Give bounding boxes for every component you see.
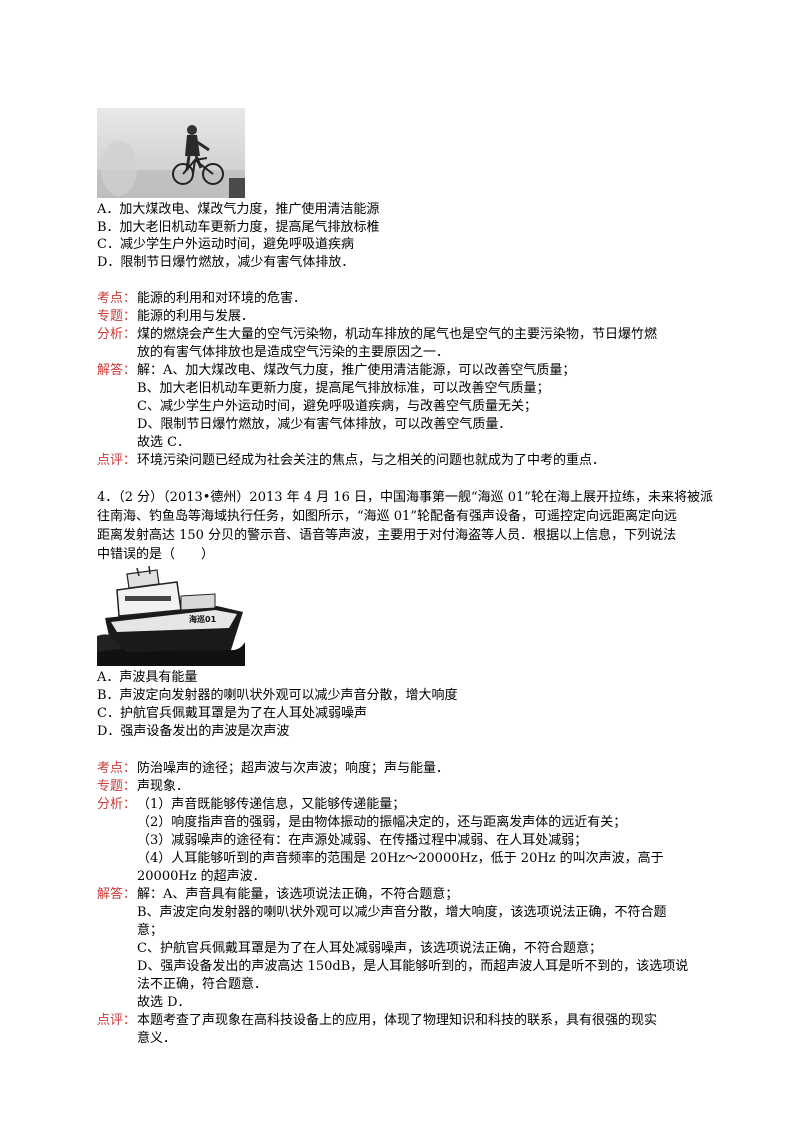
q4-fenxi-line-1: （1）声音既能够传递信息，又能够传递能量； [137, 797, 406, 812]
q3-jieda-label: 解答： [97, 363, 137, 378]
q4-option-b: B．声波定向发射器的喇叭状外观可以减少声音分散，增大响度 [97, 688, 458, 703]
q4-fenxi-label: 分析： [97, 797, 137, 812]
q3-jieda-line-2: B、加大老旧机动车更新力度，提高尾气排放标准，可以改善空气质量； [137, 381, 550, 396]
q4-jieda-line-7: 故选 D． [137, 995, 191, 1010]
patrol-ship-photo: 海巡01 [97, 566, 245, 666]
q3-option-c: C．减少学生户外运动时间，避免呼吸道疾病 [97, 237, 354, 252]
q4-dianping-line-2: 意义． [137, 1031, 177, 1046]
q3-jieda-line-4: D、限制节日爆竹燃放，减少有害气体排放，可以改善空气质量． [137, 417, 512, 432]
q4-jieda-line-1: 解：A、声音具有能量，该选项说法正确，不符合题意； [137, 887, 459, 902]
q4-fenxi-line-5: 20000Hz 的超声波． [137, 869, 266, 884]
q3-fenxi-line-1: 煤的燃烧会产生大量的空气污染物，机动车排放的尾气也是空气的主要污染物，节日爆竹燃 [137, 327, 658, 342]
q3-fenxi-label: 分析： [97, 327, 137, 342]
q4-stem-line-2: 往南海、钓鱼岛等海域执行任务，如图所示，“海巡 01”轮配备有强声设备，可遥控定… [97, 509, 677, 524]
q4-jieda-label: 解答： [97, 887, 137, 902]
q3-dianping: 环境污染问题已经成为社会关注的焦点，与之相关的问题也就成为了中考的重点． [137, 453, 606, 468]
q4-zhuanti-label: 专题： [97, 779, 137, 794]
q3-zhuanti: 能源的利用与发展． [137, 309, 255, 324]
q3-kaodian: 能源的利用和对环境的危害． [137, 291, 307, 306]
q3-jieda-line-5: 故选 C． [137, 435, 191, 450]
q4-option-d: D．强声设备发出的声波是次声波 [97, 724, 290, 739]
q4-option-a: A．声波具有能量 [97, 670, 198, 685]
q4-jieda-line-5: D、强声设备发出的声波高达 150dB，是人耳能够听到的，而超声波人耳是听不到的… [137, 959, 689, 974]
q4-kaodian-label: 考点： [97, 761, 137, 776]
q4-fenxi-line-4: （4）人耳能够听到的声音频率的范围是 20Hz～20000Hz，低于 20Hz … [137, 851, 664, 866]
q4-dianping-line-1: 本题考查了声现象在高科技设备上的应用，体现了物理知识和科技的联系，具有很强的现实 [137, 1013, 658, 1028]
q4-stem-line-1: 4．（2 分）（2013•德州）2013 年 4 月 16 日，中国海事第一舰“… [97, 490, 713, 505]
q3-zhuanti-label: 专题： [97, 309, 137, 324]
q4-jieda-line-3: 意； [137, 923, 164, 938]
q3-option-b: B．加大老旧机动车更新力度，提高尾气排放标椎 [97, 220, 380, 235]
q4-zhuanti: 声现象． [137, 779, 190, 794]
q3-jieda-line-3: C、减少学生户外运动时间，避免呼吸道疾病，与改善空气质量无关； [137, 399, 537, 414]
q3-option-a: A．加大煤改电、煤改气力度，推广使用清洁能源 [97, 202, 380, 217]
q4-dianping-label: 点评： [97, 1013, 137, 1028]
q3-dianping-label: 点评： [97, 453, 137, 468]
q4-kaodian: 防治噪声的途径；超声波与次声波；响度；声与能量． [137, 761, 450, 776]
q4-fenxi-line-2: （2）响度指声音的强弱，是由物体振动的振幅决定的，还与距离发声体的远近有关； [137, 815, 627, 830]
q4-jieda-line-4: C、护航官兵佩戴耳罩是为了在人耳处减弱噪声，该选项说法正确，不符合题意； [137, 941, 602, 956]
q4-stem-line-4: 中错误的是（ ） [97, 547, 215, 562]
q3-option-d: D．限制节日爆竹燃放，减少有害气体排放． [97, 255, 355, 270]
q4-option-c: C．护航官兵佩戴耳罩是为了在人耳处减弱噪声 [97, 706, 367, 721]
q3-jieda-line-1: 解：A、加大煤改电、煤改气力度，推广使用清洁能源，可以改善空气质量； [137, 363, 576, 378]
q4-jieda-line-2: B、声波定向发射器的喇叭状外观可以减少声音分散，增大响度，该选项说法正确，不符合… [137, 905, 667, 920]
q4-fenxi-line-3: （3）减弱噪声的途径有：在声源处减弱、在传播过程中减弱、在人耳处减弱； [137, 833, 588, 848]
q4-jieda-line-6: 法不正确，符合题意． [137, 977, 268, 992]
ship-hull-text: 海巡01 [189, 614, 217, 624]
smog-cyclist-photo [97, 108, 245, 198]
q4-stem-line-3: 距离发射高达 150 分贝的警示音、语音等声波，主要用于对付海盗等人员．根据以上… [97, 528, 677, 543]
q3-fenxi-line-2: 放的有害气体排放也是造成空气污染的主要原因之一． [137, 345, 450, 360]
q3-kaodian-label: 考点： [97, 291, 137, 306]
